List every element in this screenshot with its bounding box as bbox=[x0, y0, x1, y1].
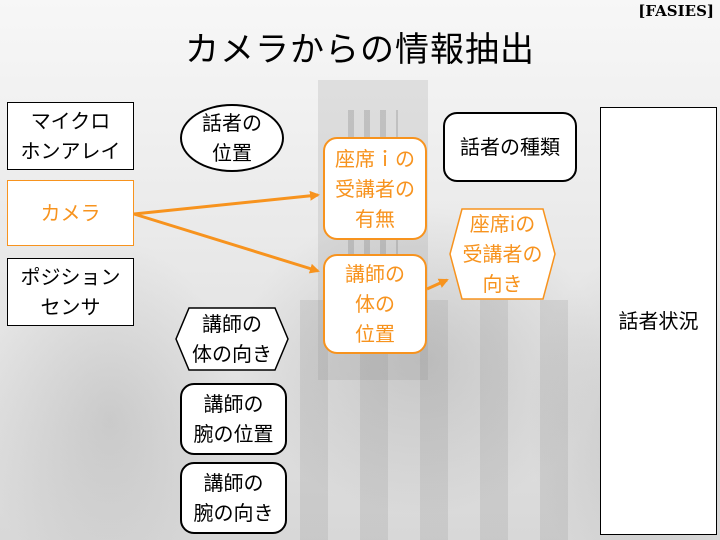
arrow-camera-to-seat-presence bbox=[133, 190, 320, 216]
arrow-camera-to-lecturer-position bbox=[133, 212, 320, 274]
seat-presence-box: 座席ｉの 受講者の 有無 bbox=[323, 137, 427, 240]
speaker-status-box: 話者状況 bbox=[600, 107, 717, 535]
lecturer-arm-direction-box: 講師の 腕の向き bbox=[180, 462, 287, 534]
speaker-position-oval: 話者の 位置 bbox=[180, 104, 284, 172]
corner-label: [FASIES] bbox=[638, 2, 714, 20]
speaker-type-box: 話者の種類 bbox=[443, 112, 577, 182]
microphone-array-box: マイクロ ホンアレイ bbox=[7, 102, 134, 170]
position-sensor-box: ポジション センサ bbox=[7, 258, 134, 326]
lecturer-arm-position-box: 講師の 腕の位置 bbox=[180, 383, 287, 455]
arrow-position-to-seat-direction bbox=[426, 278, 449, 291]
camera-box: カメラ bbox=[7, 180, 134, 246]
seat-direction-shape bbox=[449, 208, 556, 300]
seat-direction-label: 座席iの 受講者の 向き bbox=[462, 212, 543, 296]
lecturer-body-direction-label: 講師の 体の向き bbox=[192, 312, 272, 366]
lecturer-body-direction-shape bbox=[175, 307, 289, 371]
lecturer-body-position-box: 講師の 体の 位置 bbox=[323, 254, 427, 354]
slide-title: カメラからの情報抽出 bbox=[185, 30, 535, 70]
